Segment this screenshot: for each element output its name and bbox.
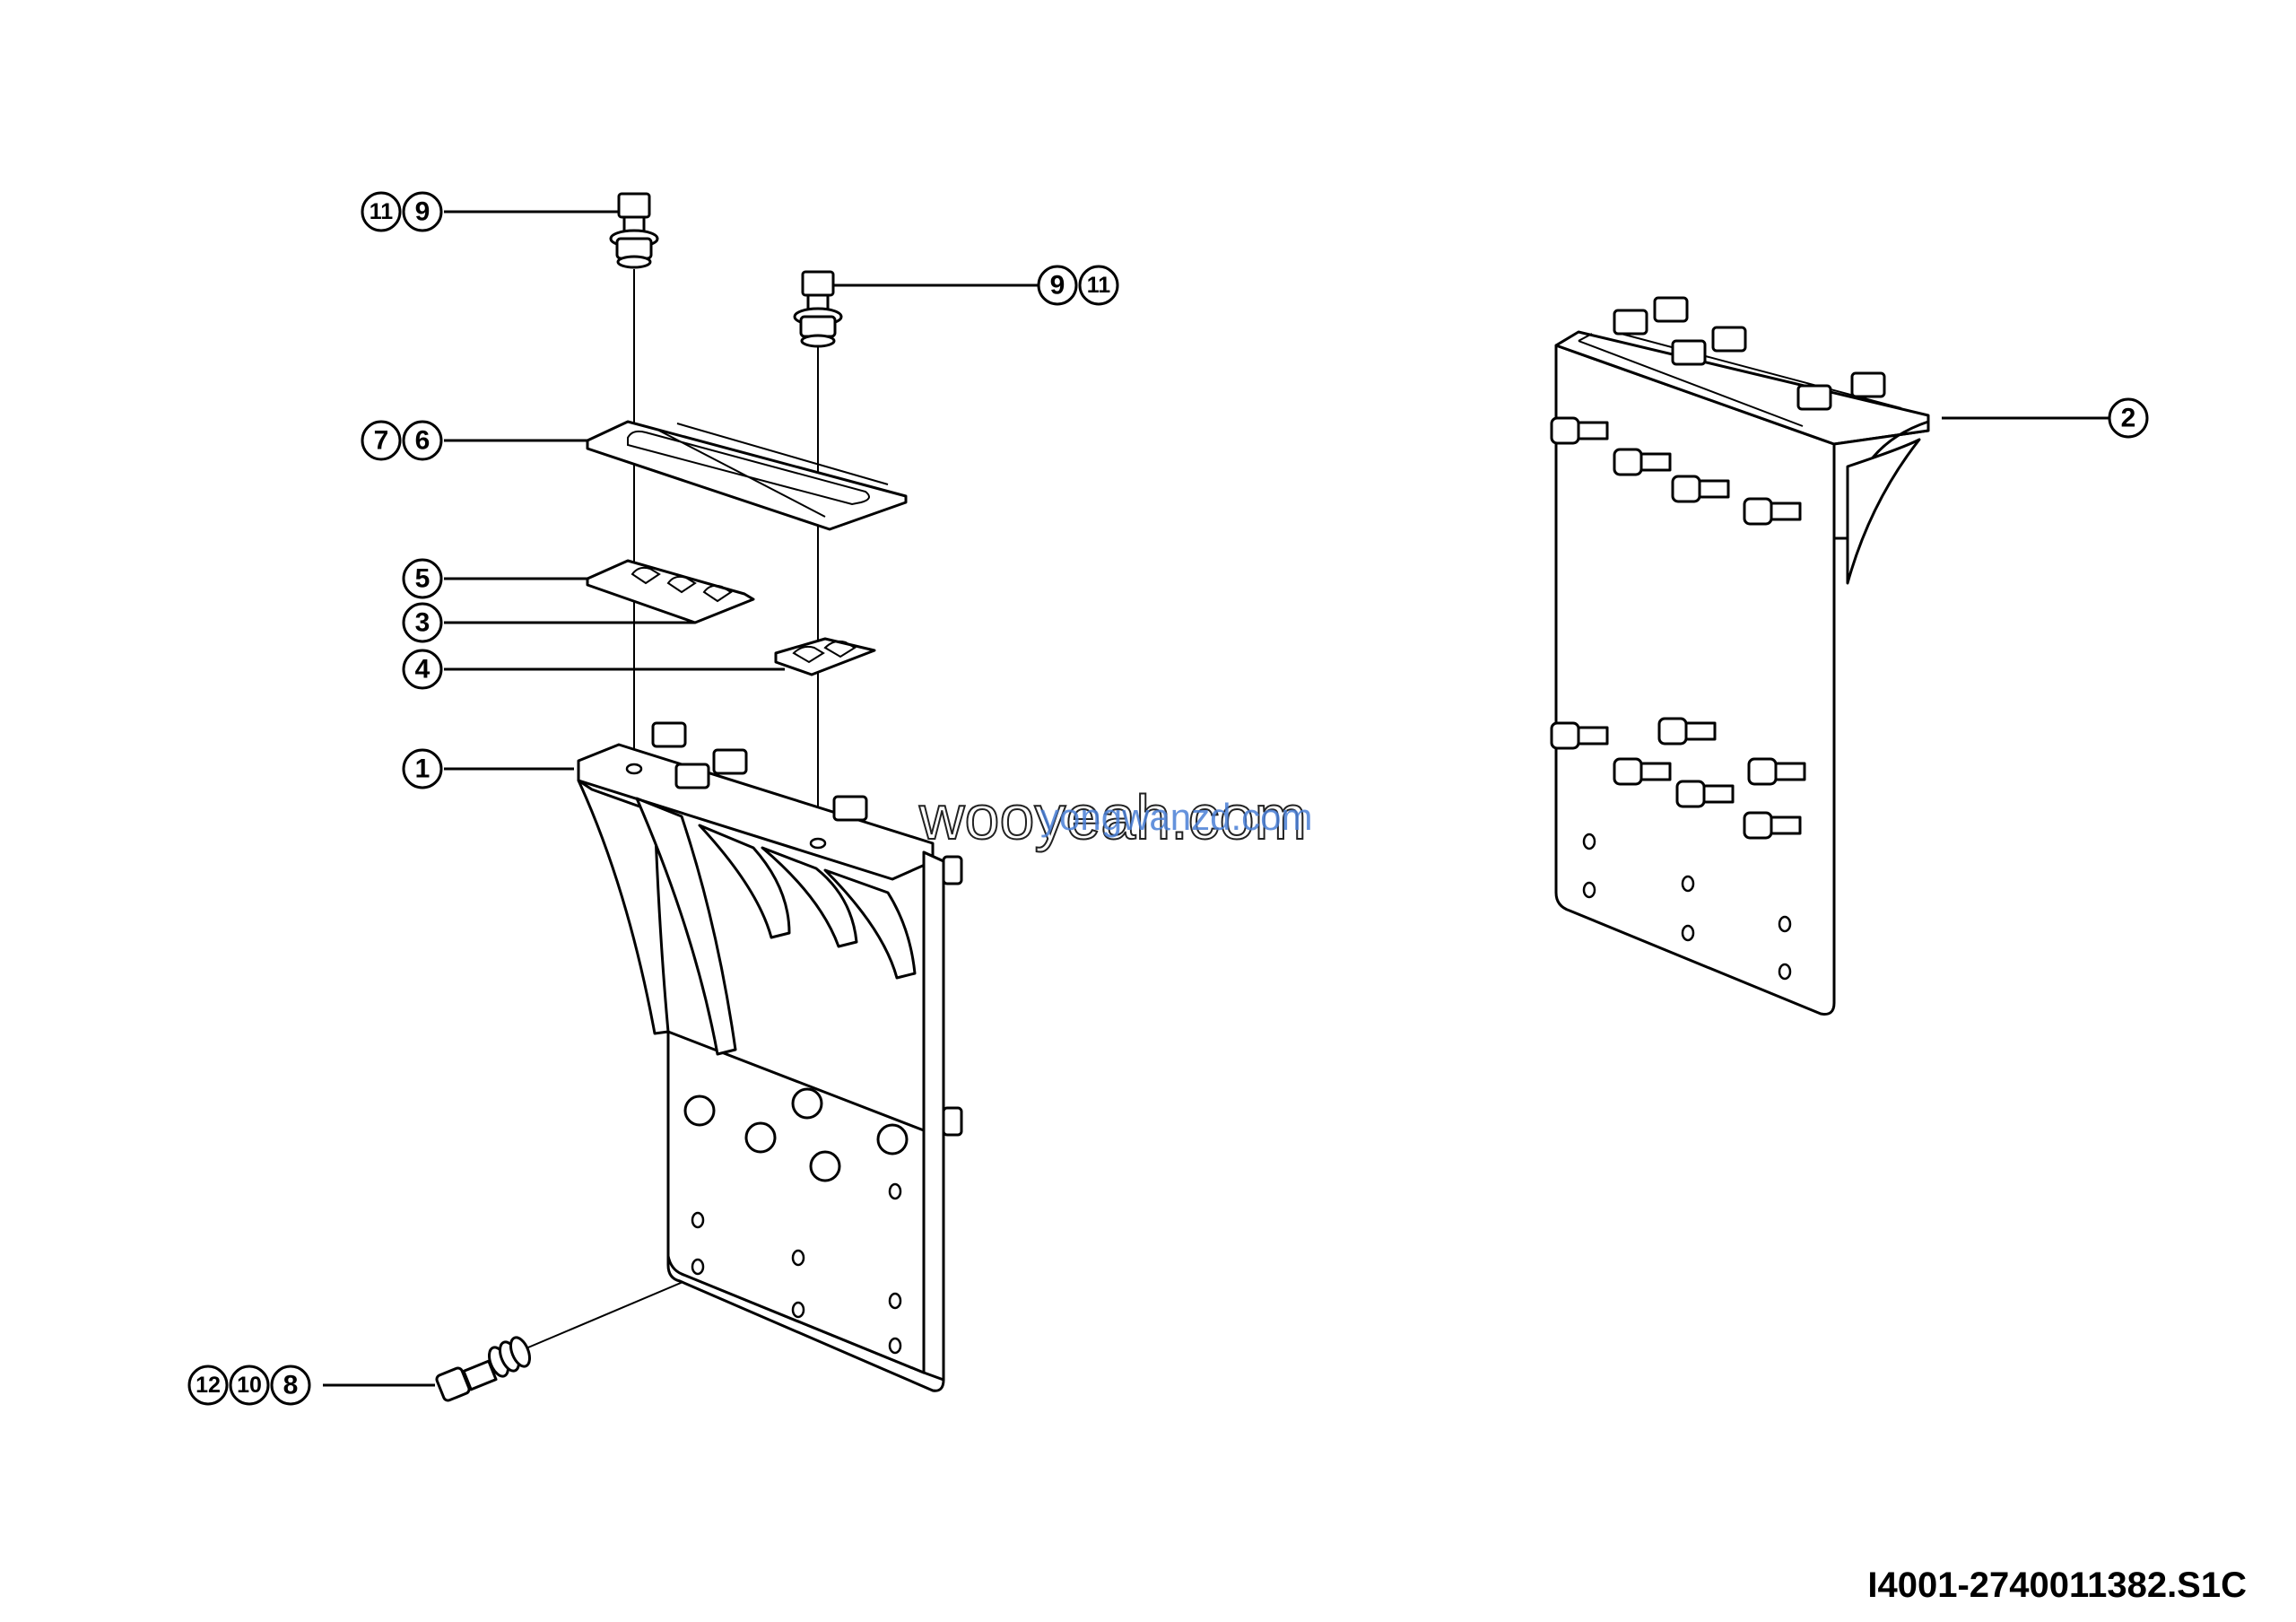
callout-2: 2 [2108, 397, 2149, 439]
callout-5: 5 [402, 558, 443, 599]
svg-text:3: 3 [415, 608, 430, 638]
svg-text:11: 11 [370, 199, 394, 224]
bolt-top-right [793, 270, 843, 348]
svg-text:10: 10 [237, 1373, 262, 1398]
bracket-2-face-bolts [1550, 416, 1806, 840]
bracket-1 [577, 721, 963, 1392]
bracket-2 [1550, 296, 1930, 1016]
callout-3: 3 [402, 602, 443, 643]
callout-7-6: 7 6 [361, 420, 443, 461]
bracket-1-face-bolts [683, 1087, 909, 1182]
callout-11-9: 11 9 [361, 191, 443, 232]
watermark: wooyeah.com yongwanzd.com [918, 781, 1313, 853]
svg-text:1: 1 [415, 754, 430, 784]
svg-text:11: 11 [1087, 273, 1111, 298]
svg-text:8: 8 [283, 1371, 299, 1400]
shim-5-and-3 [586, 559, 755, 624]
callout-9-11: 9 11 [1037, 265, 1119, 306]
svg-text:5: 5 [415, 564, 430, 594]
drawing-code-label: I4001-2740011382.S1C [1867, 1565, 2247, 1605]
bolt-bottom [435, 1336, 531, 1402]
callout-1: 1 [402, 748, 443, 789]
svg-text:yongwanzd.com: yongwanzd.com [1040, 796, 1313, 838]
slotted-plate [586, 420, 908, 531]
callout-12-10-8: 12 10 8 [187, 1365, 311, 1406]
bracket-2-holes [1582, 833, 1792, 981]
svg-text:wooyeah.com: wooyeah.com [918, 782, 1307, 852]
svg-text:7: 7 [374, 426, 389, 456]
svg-text:4: 4 [415, 655, 430, 685]
svg-text:9: 9 [1050, 271, 1065, 301]
bracket-1-holes [691, 1182, 902, 1355]
shim-4 [774, 637, 876, 676]
bolt-top-left [609, 192, 659, 269]
svg-text:9: 9 [415, 197, 430, 227]
bracket-2-top-bolts [1613, 296, 1886, 411]
svg-text:6: 6 [415, 426, 430, 456]
svg-text:2: 2 [2121, 404, 2136, 433]
bracket-1-top-bolts [651, 721, 868, 822]
svg-text:12: 12 [196, 1373, 221, 1398]
callout-4: 4 [402, 649, 443, 690]
